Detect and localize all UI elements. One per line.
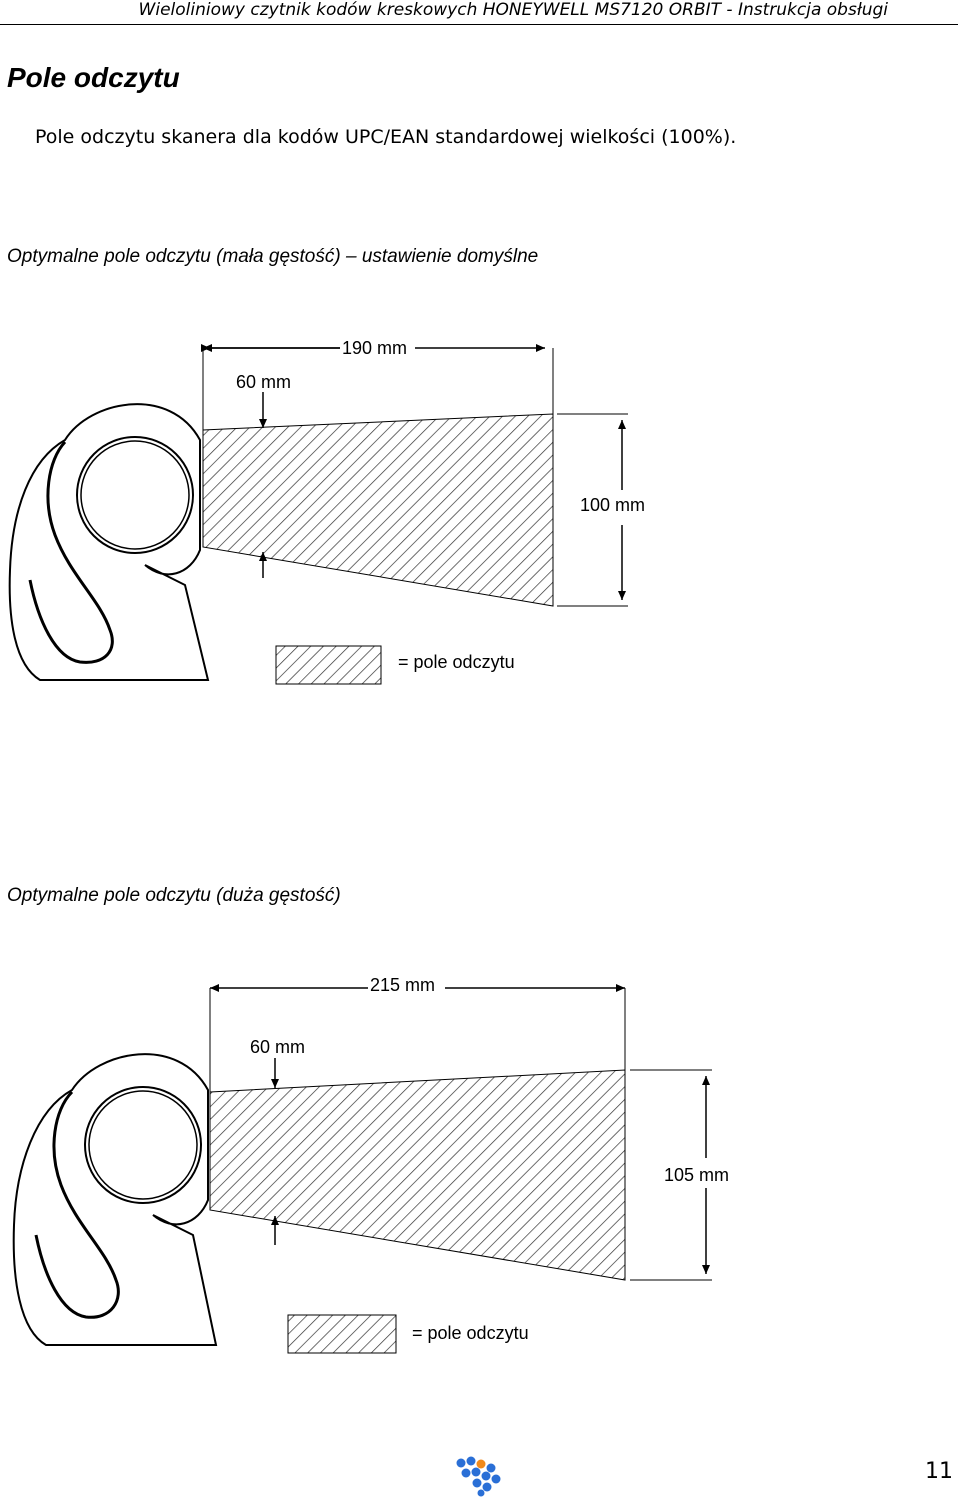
legend-swatch	[275, 645, 382, 685]
length-label: 190 mm	[342, 338, 407, 358]
company-logo-icon	[456, 1456, 501, 1497]
legend-swatch	[287, 1314, 397, 1354]
legend-label: = pole odczytu	[412, 1323, 529, 1343]
reading-field-area	[209, 1069, 626, 1281]
diagram-2-reading-field: 215 mm 60 mm 105 mm = pole odczytu	[12, 975, 729, 1354]
header-title: Wieloliniowy czytnik kodów kreskowych HO…	[138, 0, 888, 20]
legend-label: = pole odczytu	[398, 652, 515, 672]
page-number: 11	[925, 1459, 953, 1484]
length-label: 215 mm	[370, 975, 435, 995]
near-label: 60 mm	[250, 1037, 305, 1057]
diagram-2-title: Optymalne pole odczytu (duża gęstość)	[7, 885, 341, 906]
reading-field-area	[202, 413, 554, 607]
section-intro: Pole odczytu skanera dla kodów UPC/EAN s…	[35, 126, 737, 148]
scanner-icon	[12, 1053, 218, 1346]
near-label: 60 mm	[236, 372, 291, 392]
height-label: 100 mm	[580, 495, 645, 515]
diagram-1-reading-field: 190 mm 60 mm 100 mm = pole odczytu	[8, 338, 645, 685]
scanner-icon	[8, 403, 210, 681]
page-header: Wieloliniowy czytnik kodów kreskowych HO…	[0, 0, 958, 25]
diagram-1-title: Optymalne pole odczytu (mała gęstość) – …	[7, 246, 539, 267]
section-title: Pole odczytu	[7, 62, 180, 93]
height-label: 105 mm	[664, 1165, 729, 1185]
